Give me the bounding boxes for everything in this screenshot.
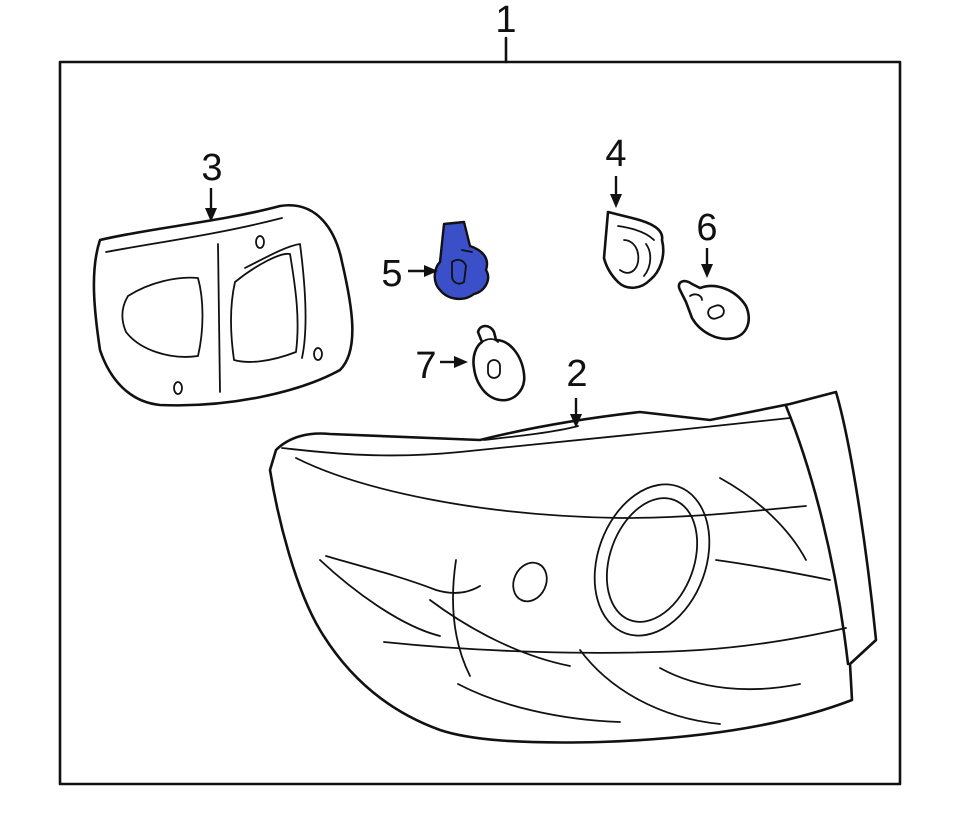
callout-7-arrow [440, 356, 468, 368]
callout-7: 7 [415, 345, 436, 387]
callout-2: 2 [566, 353, 587, 395]
callout-4: 4 [605, 133, 626, 175]
assembly-frame [58, 36, 902, 786]
callout-2-arrow [570, 398, 582, 428]
callout-4-arrow [610, 176, 622, 208]
gasket-part-3[interactable] [92, 203, 354, 407]
callout-5: 5 [381, 253, 402, 295]
bulb-part-7[interactable] [472, 324, 526, 402]
callout-3: 3 [201, 147, 222, 189]
tail-lamp-part-2[interactable] [268, 390, 878, 744]
callout-6: 6 [696, 207, 717, 249]
callout-5-arrow [408, 265, 438, 277]
bulb-part-6[interactable] [677, 279, 750, 341]
socket-part-4[interactable] [602, 210, 665, 290]
callout-1: 1 [495, 0, 516, 41]
socket-part-5[interactable] [433, 220, 490, 301]
callout-6-arrow [701, 248, 713, 278]
callout-3-arrow [205, 188, 217, 222]
